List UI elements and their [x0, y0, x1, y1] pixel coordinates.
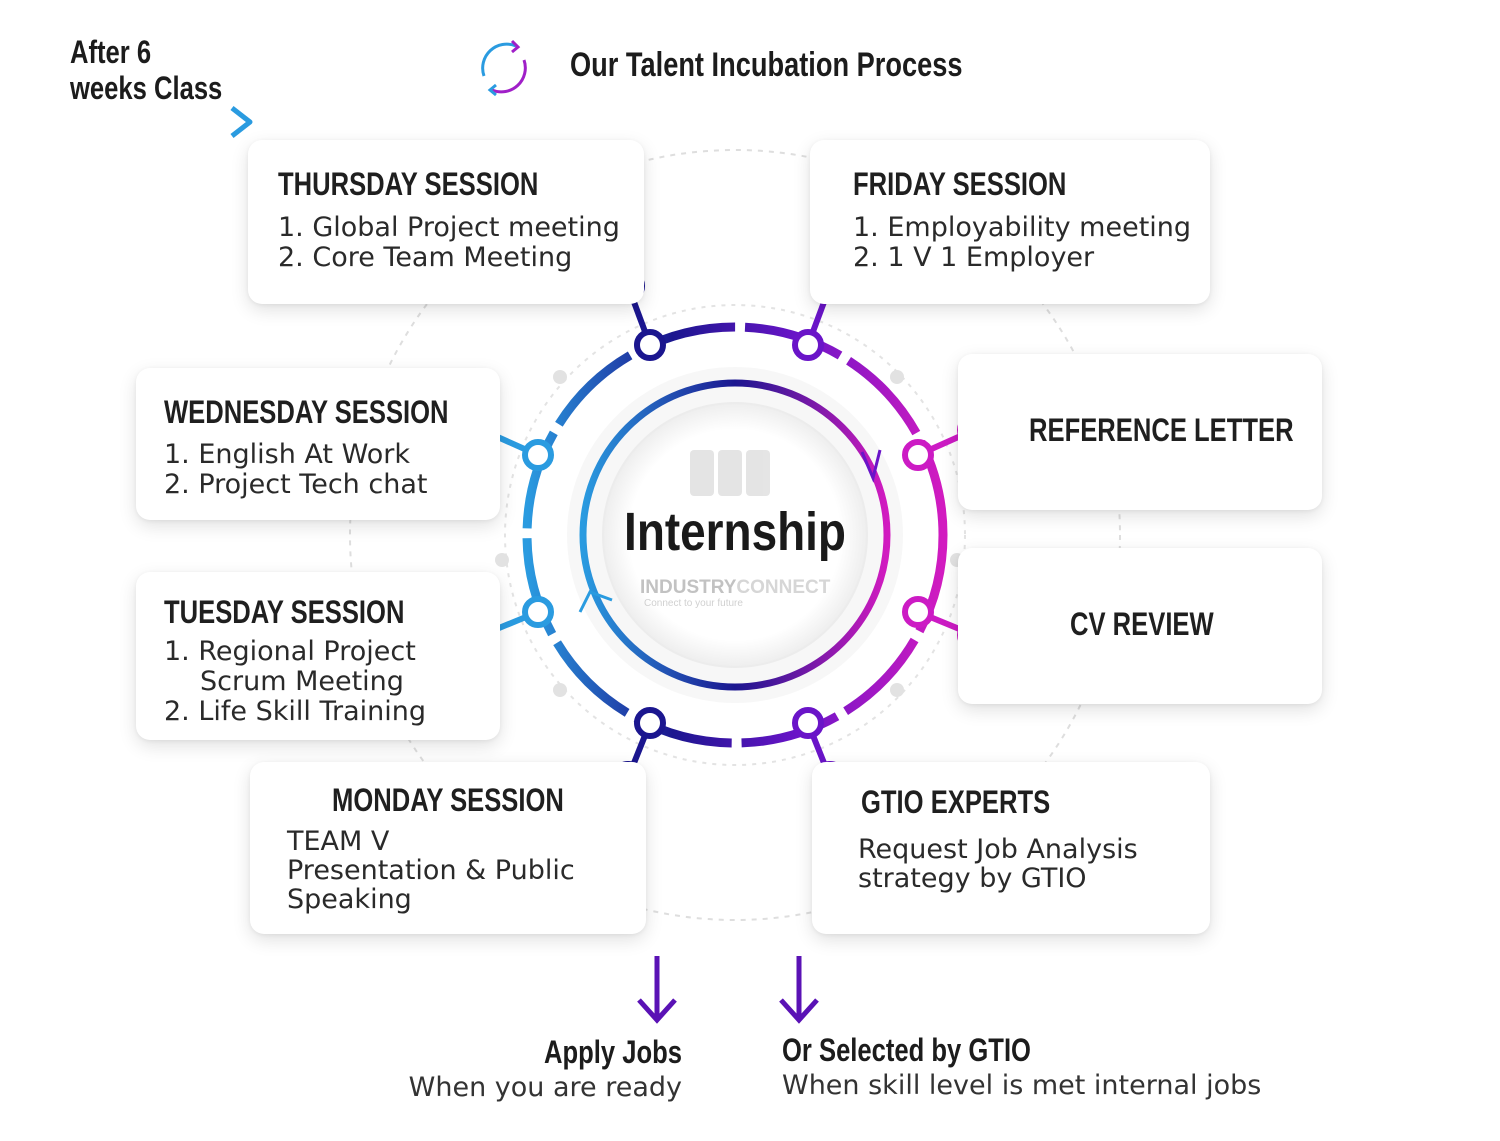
page-title: Our Talent Incubation Process [570, 46, 963, 84]
card-line: TEAM V [287, 826, 390, 857]
right-arrow-icon [70, 106, 253, 138]
card-line: 1. Global Project meeting [278, 212, 620, 243]
card-line: 2. Life Skill Training [164, 696, 426, 727]
card-title: GTIO EXPERTS [861, 784, 1051, 820]
wednesday-session-card: WEDNESDAY SESSION 1. English At Work 2. … [136, 368, 500, 520]
monday-ring-node [634, 707, 666, 739]
down-arrow-icon [637, 956, 677, 1024]
tuesday-ring-node [522, 596, 554, 628]
outer-guide-ring [349, 149, 1121, 921]
reference-letter-card: REFERENCE LETTER [958, 354, 1322, 510]
mid-guide-ring [504, 304, 966, 766]
internship-title: Internship [624, 502, 846, 562]
card-line: 2. Project Tech chat [164, 469, 428, 500]
main-ring [522, 322, 948, 748]
gtio-ring-node [792, 707, 824, 739]
card-line: Request Job Analysis [858, 834, 1138, 865]
card-line: Scrum Meeting [200, 666, 404, 697]
logo-tagline: Connect to your future [644, 598, 743, 609]
card-line: 1. Employability meeting [853, 212, 1192, 243]
friday-session-card: FRIDAY SESSION 1. Employability meeting … [810, 140, 1210, 304]
selected-by-gtio-title: Or Selected by GTIO [782, 1032, 1031, 1068]
logo-word-connect: CONNECT [736, 577, 831, 598]
card-title: MONDAY SESSION [332, 782, 564, 818]
monday-session-card: MONDAY SESSION TEAM V Presentation & Pub… [250, 762, 646, 934]
reference-ring-node [902, 439, 934, 471]
card-title: TUESDAY SESSION [164, 594, 405, 630]
selected-by-gtio-subtitle: When skill level is met internal jobs [782, 1070, 1262, 1101]
thursday-session-card: THURSDAY SESSION 1. Global Project meeti… [248, 140, 644, 304]
apply-jobs-subtitle: When you are ready [408, 1072, 682, 1103]
down-arrow-icon [779, 956, 819, 1024]
card-line: 1. Regional Project [164, 636, 416, 667]
cv-review-card: CV REVIEW [958, 548, 1322, 704]
card-title: THURSDAY SESSION [278, 166, 539, 202]
after-weeks-label-line1: After 6 [70, 34, 152, 70]
cv-ring-node [902, 596, 934, 628]
after-weeks-label-line2: weeks Class [70, 70, 223, 106]
inner-arrow-head-right [860, 449, 882, 483]
apply-jobs-title: Apply Jobs [544, 1034, 682, 1070]
inner-ring [579, 379, 891, 691]
card-title: FRIDAY SESSION [853, 166, 1067, 202]
cycle-icon [481, 39, 527, 97]
card-title: WEDNESDAY SESSION [164, 394, 449, 430]
inner-arrow-head-left [578, 590, 613, 613]
card-title: CV REVIEW [1070, 606, 1214, 642]
card-title: REFERENCE LETTER [1029, 412, 1294, 448]
thursday-ring-node [634, 329, 666, 361]
card-line: 1. English At Work [164, 439, 410, 470]
industry-connect-logo-text: INDUSTRYCONNECT [640, 578, 830, 597]
card-line: Presentation & Public [287, 855, 575, 886]
wednesday-ring-node [522, 439, 554, 471]
logo-word-industry: INDUSTRY [640, 577, 737, 598]
industry-connect-logo-mark [690, 450, 770, 496]
friday-ring-node [792, 329, 824, 361]
gtio-experts-card: GTIO EXPERTS Request Job Analysis strate… [812, 762, 1210, 934]
card-line: 2. 1 V 1 Employer [853, 242, 1095, 273]
card-line: strategy by GTIO [858, 863, 1087, 894]
card-line: 2. Core Team Meeting [278, 242, 573, 273]
tuesday-session-card: TUESDAY SESSION 1. Regional Project Scru… [136, 572, 500, 740]
card-line: Speaking [287, 884, 412, 915]
